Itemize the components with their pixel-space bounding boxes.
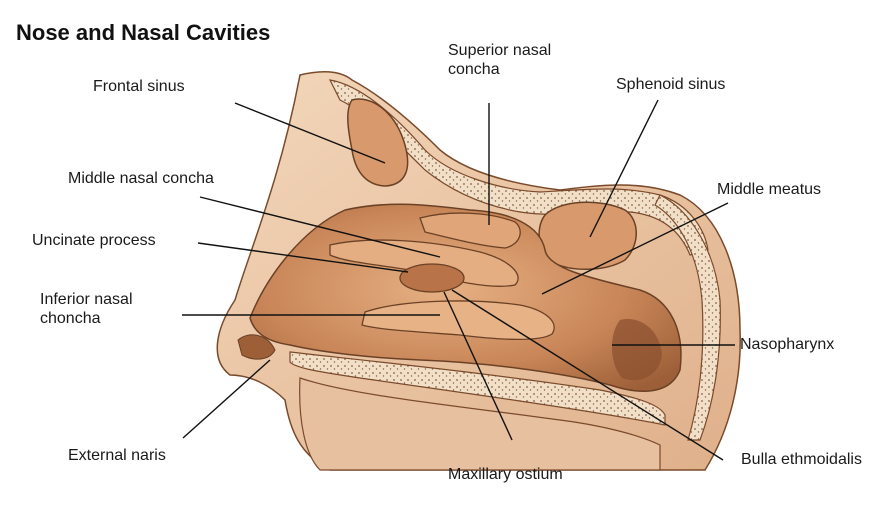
bulla-shape xyxy=(400,264,464,292)
label-superior-nasal-concha: Superior nasal concha xyxy=(448,41,551,79)
label-inferior-nasal-concha: Inferior nasal choncha xyxy=(40,290,133,328)
label-sphenoid-sinus: Sphenoid sinus xyxy=(616,75,725,94)
label-maxillary-ostium: Maxillary ostium xyxy=(448,465,563,484)
label-uncinate-process: Uncinate process xyxy=(32,231,156,250)
label-frontal-sinus: Frontal sinus xyxy=(93,77,185,96)
sphenoid-sinus-shape xyxy=(539,202,636,269)
label-bulla-ethmoidalis: Bulla ethmoidalis xyxy=(741,450,862,469)
label-inferior-nasal-concha-line1: Inferior nasal xyxy=(40,290,133,309)
label-superior-nasal-concha-line2: concha xyxy=(448,60,551,79)
diagram-title: Nose and Nasal Cavities xyxy=(16,20,270,46)
label-middle-meatus: Middle meatus xyxy=(717,180,821,199)
label-external-naris: External naris xyxy=(68,446,166,465)
label-inferior-nasal-concha-line2: choncha xyxy=(40,309,133,328)
label-superior-nasal-concha-line1: Superior nasal xyxy=(448,41,551,60)
label-nasopharynx: Nasopharynx xyxy=(740,335,834,354)
label-middle-nasal-concha: Middle nasal concha xyxy=(68,169,214,188)
